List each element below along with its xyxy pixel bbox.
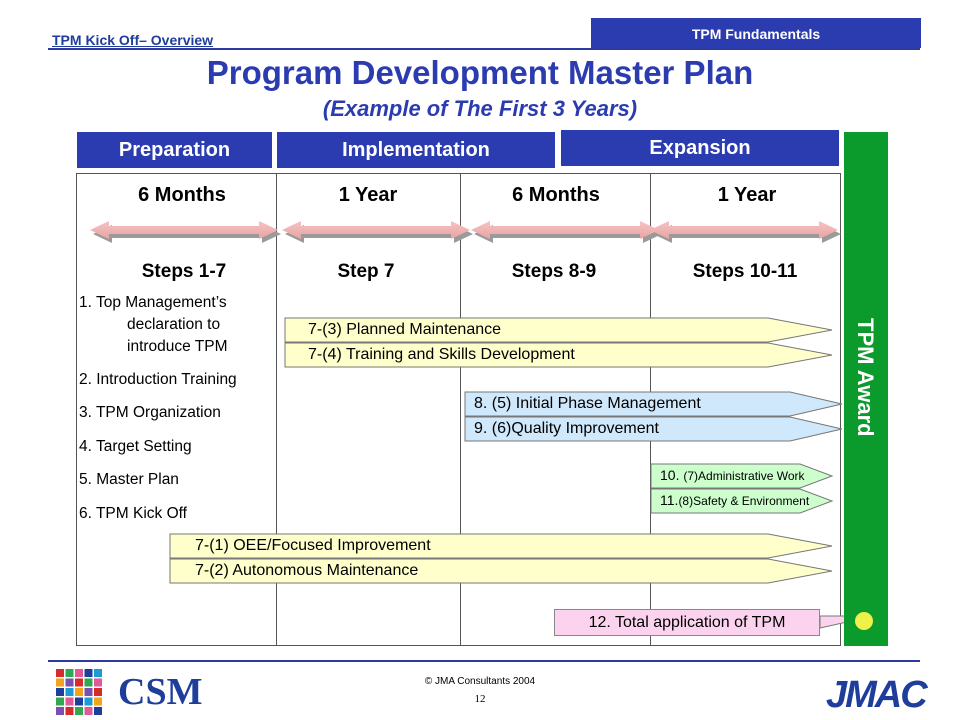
tpm-award-column: TPM Award xyxy=(844,132,888,646)
admin-label: 10. (7)Administrative Work xyxy=(660,467,805,485)
logo-tile xyxy=(56,688,64,696)
total-application-box: 12. Total application of TPM xyxy=(554,609,820,636)
grid-divider xyxy=(460,174,461,645)
list-item: 1. Top Management’s xyxy=(79,294,227,311)
fundamentals-banner: TPM Fundamentals xyxy=(591,18,921,48)
duration-arrows xyxy=(90,221,841,243)
double-arrow-icon xyxy=(90,221,281,243)
arrow-initial-phase xyxy=(464,391,843,417)
list-item: introduce TPM xyxy=(127,338,228,355)
logo-tile xyxy=(75,669,83,677)
logo-tile xyxy=(84,678,93,687)
header-divider xyxy=(48,48,920,50)
steps-label: Steps 10-11 xyxy=(692,261,798,282)
phase-implementation: Implementation xyxy=(277,132,555,168)
planned-maintenance-label: 7-(3) Planned Maintenance xyxy=(308,321,502,338)
double-arrow-icon xyxy=(650,221,841,243)
oee-label: 7-(1) OEE/Focused Improvement xyxy=(195,537,431,554)
logo-tile xyxy=(84,688,93,696)
footer-divider xyxy=(48,660,920,662)
logo-tile xyxy=(84,707,93,715)
logo-tile xyxy=(84,669,93,677)
grid-divider xyxy=(276,174,277,645)
arrow-autonomous xyxy=(169,558,833,584)
award-label: TPM Award xyxy=(853,318,878,437)
arrow-admin xyxy=(650,463,834,489)
csm-grid-logo-icon xyxy=(56,669,102,715)
logo-tile xyxy=(94,688,102,696)
arrow-planned-maintenance xyxy=(284,317,833,343)
admin-number: 10. xyxy=(660,467,684,483)
logo-tile xyxy=(56,669,64,677)
logo-tile xyxy=(75,678,83,687)
jmac-logo: JMAC xyxy=(826,674,928,716)
page-title: Program Development Master Plan xyxy=(206,54,754,91)
duration-label: 6 Months xyxy=(512,184,600,206)
safety-number: 11. xyxy=(660,492,679,508)
arrow-oee xyxy=(169,533,833,559)
duration-label: 1 Year xyxy=(338,184,398,206)
initial-phase-label: 8. (5) Initial Phase Management xyxy=(474,395,701,412)
arrow-training xyxy=(284,342,833,368)
logo-tile xyxy=(56,678,64,687)
award-label-svg: TPM Award xyxy=(853,318,878,437)
copyright: © JMA Consultants 2004 xyxy=(424,676,536,687)
logo-tile xyxy=(65,707,74,715)
list-item: 2. Introduction Training xyxy=(79,371,237,388)
logo-tile xyxy=(84,697,93,706)
training-label: 7-(4) Training and Skills Development xyxy=(308,346,575,363)
logo-tile xyxy=(75,697,83,706)
logo-tile xyxy=(75,707,83,715)
list-item: declaration to xyxy=(127,316,221,333)
admin-text: (7)Administrative Work xyxy=(683,469,805,483)
logo-tile xyxy=(94,669,102,677)
double-arrow-icon xyxy=(282,221,473,243)
list-item: 3. TPM Organization xyxy=(79,404,221,421)
quality-label: 9. (6)Quality Improvement xyxy=(474,420,659,437)
steps-label: Steps 1-7 xyxy=(141,261,227,282)
award-dot-icon xyxy=(855,612,873,630)
page-subtitle: (Example of The First 3 Years) xyxy=(322,96,638,121)
arrow-quality xyxy=(464,416,843,442)
page-number: 12 xyxy=(474,693,486,705)
steps-label: Steps 8-9 xyxy=(511,261,597,282)
list-item: 4. Target Setting xyxy=(79,438,192,455)
safety-text: (8)Safety & Environment xyxy=(678,494,810,508)
phase-expansion: Expansion xyxy=(561,130,839,166)
duration-label: 1 Year xyxy=(717,184,777,206)
logo-tile xyxy=(56,707,64,715)
autonomous-label: 7-(2) Autonomous Maintenance xyxy=(195,562,419,579)
safety-label: 11.(8)Safety & Environment xyxy=(660,492,809,510)
logo-tile xyxy=(94,678,102,687)
logo-tile xyxy=(94,707,102,715)
arrow-safety xyxy=(650,488,834,514)
phase-preparation: Preparation xyxy=(77,132,272,168)
logo-tile xyxy=(65,697,74,706)
logo-tile xyxy=(56,697,64,706)
steps-label: Step 7 xyxy=(337,261,395,282)
logo-tile xyxy=(94,697,102,706)
csm-logo: CSM xyxy=(118,671,203,713)
logo-tile xyxy=(65,669,74,677)
double-arrow-icon xyxy=(471,221,662,243)
logo-tile xyxy=(65,678,74,687)
duration-label: 6 Months xyxy=(138,184,226,206)
list-item: 6. TPM Kick Off xyxy=(79,505,187,522)
overview-link[interactable]: TPM Kick Off– Overview xyxy=(52,32,214,48)
logo-tile xyxy=(65,688,74,696)
logo-tile xyxy=(75,688,83,696)
list-item: 5. Master Plan xyxy=(79,471,179,488)
